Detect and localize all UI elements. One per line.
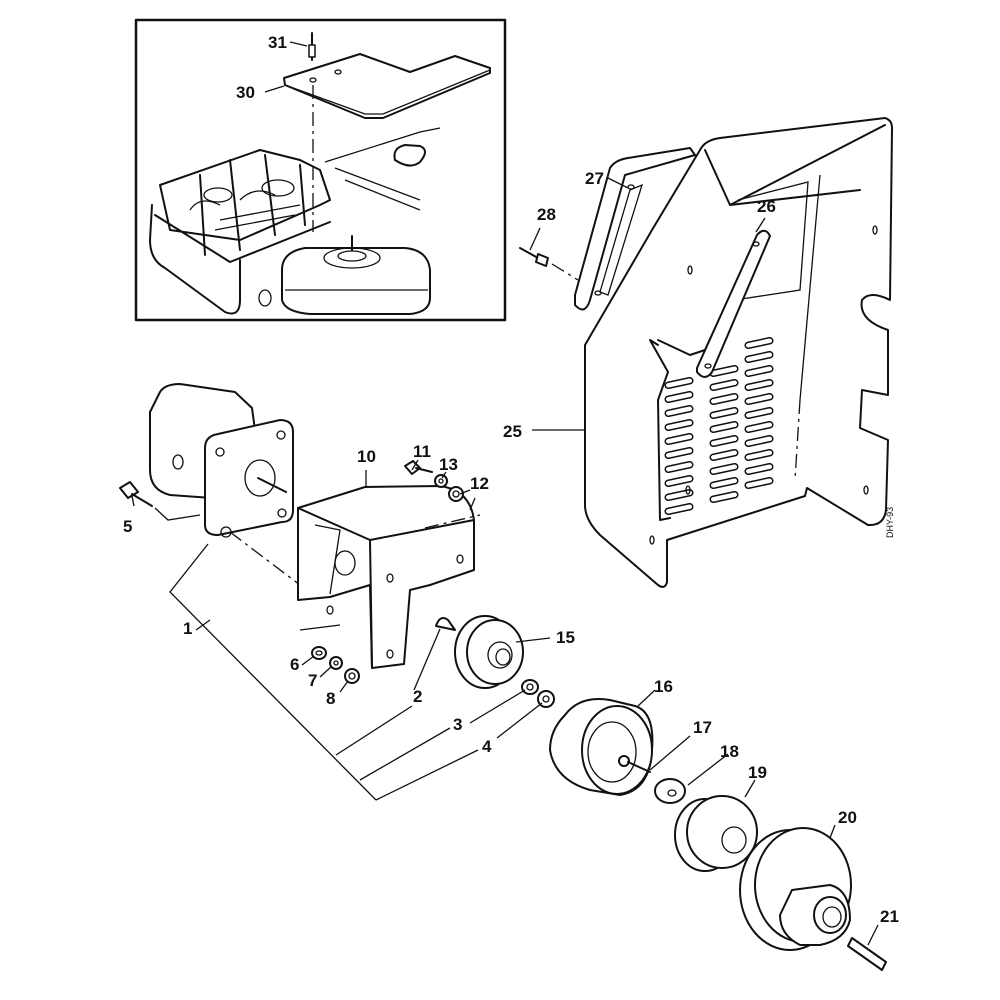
label-28: 28 — [537, 205, 556, 224]
vent-slot — [664, 502, 694, 516]
strap-26 — [696, 229, 771, 378]
hydraulic-pump-1 — [149, 383, 301, 586]
washer-13 — [434, 474, 448, 488]
coupling-gear-15 — [454, 615, 524, 689]
label-19: 19 — [748, 763, 767, 782]
vent-slot — [709, 406, 739, 420]
nut-12 — [448, 486, 464, 502]
vent-slot — [664, 376, 694, 390]
spring-washer-7 — [329, 656, 343, 670]
vent-slot — [664, 432, 694, 446]
vent-slot — [709, 462, 739, 476]
leader-lines — [131, 41, 879, 946]
coupling-sleeve-16 — [549, 698, 654, 796]
vent-slot — [744, 350, 774, 364]
vent-slot — [709, 490, 739, 504]
label-5: 5 — [123, 517, 132, 536]
label-30: 30 — [236, 83, 255, 102]
vent-slot — [664, 446, 694, 460]
label-18: 18 — [720, 742, 739, 761]
vent-slot — [744, 364, 774, 378]
engine-illustration — [149, 127, 441, 315]
washer-6 — [311, 646, 327, 660]
assembly-bracket-lines — [169, 543, 479, 801]
label-20: 20 — [838, 808, 857, 827]
bolt-11 — [404, 460, 433, 475]
part-labels: 31 30 27 28 26 25 10 11 13 12 5 1 6 7 8 … — [123, 33, 899, 926]
vent-slot — [744, 392, 774, 406]
key-21 — [847, 937, 887, 971]
belt-guard-vent-slots — [664, 336, 774, 516]
pulley-20 — [739, 827, 852, 951]
label-2: 2 — [413, 687, 422, 706]
vent-slot — [744, 406, 774, 420]
label-1: 1 — [183, 619, 192, 638]
bracket-27 — [574, 147, 696, 311]
vent-slot — [664, 474, 694, 488]
vent-slot — [744, 378, 774, 392]
label-4: 4 — [482, 737, 492, 756]
label-25: 25 — [503, 422, 522, 441]
drawing-reference: DHY-93 — [885, 507, 895, 538]
bolt-5 — [119, 481, 201, 521]
vent-slot — [664, 460, 694, 474]
coupling-gear-19 — [674, 795, 758, 872]
vent-slot — [709, 434, 739, 448]
vent-slot — [744, 336, 774, 350]
label-31: 31 — [268, 33, 287, 52]
vent-slot — [744, 420, 774, 434]
vent-slot — [664, 404, 694, 418]
label-11: 11 — [413, 442, 431, 461]
inset-frame — [134, 18, 507, 322]
vent-slot — [709, 448, 739, 462]
vent-slot — [744, 448, 774, 462]
vent-slot — [709, 476, 739, 490]
label-10: 10 — [357, 447, 376, 466]
woodruff-key-2 — [435, 617, 456, 631]
label-17: 17 — [693, 718, 712, 737]
label-6: 6 — [290, 655, 299, 674]
label-13: 13 — [439, 455, 458, 474]
belt-guard-25 — [584, 117, 893, 588]
pump-bracket-10 — [297, 485, 481, 669]
vent-slot — [744, 462, 774, 476]
vent-slot — [744, 434, 774, 448]
label-26: 26 — [757, 197, 776, 216]
vent-slot — [709, 392, 739, 406]
label-7: 7 — [308, 671, 317, 690]
label-21: 21 — [880, 907, 899, 926]
bolt-17 — [618, 755, 651, 773]
washer-18 — [654, 778, 686, 804]
vent-slot — [664, 418, 694, 432]
label-12: 12 — [470, 474, 489, 493]
label-8: 8 — [326, 689, 335, 708]
rivet-31 — [308, 32, 316, 61]
label-16: 16 — [654, 677, 673, 696]
label-27: 27 — [585, 169, 604, 188]
tab-washer-3 — [521, 679, 539, 695]
vent-slot — [664, 390, 694, 404]
inset-view — [134, 18, 507, 322]
label-3: 3 — [453, 715, 462, 734]
vent-slot — [744, 476, 774, 490]
label-15: 15 — [556, 628, 575, 647]
vent-slot — [709, 378, 739, 392]
rivet-28 — [519, 247, 579, 281]
nut-8 — [344, 668, 360, 684]
vent-slot — [709, 420, 739, 434]
cover-plate-30 — [283, 53, 491, 119]
